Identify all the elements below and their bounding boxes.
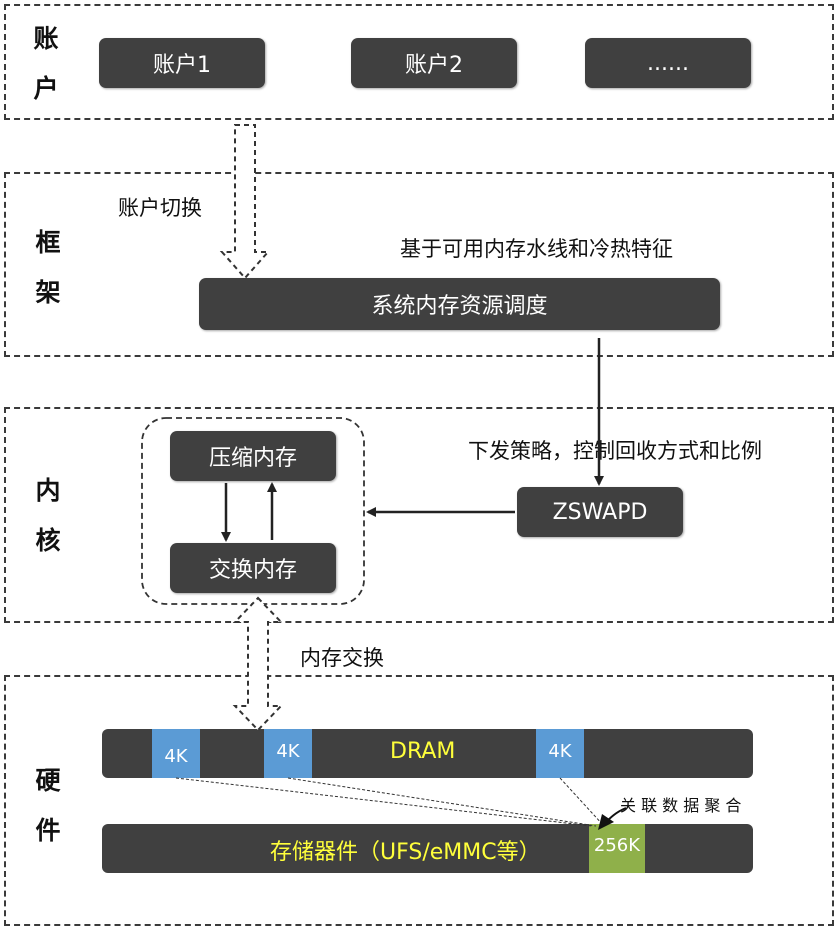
storage-label: 存储器件（UFS/eMMC等） — [270, 840, 541, 865]
kernel-layer — [4, 407, 834, 623]
aggregate-arrow-head — [598, 814, 614, 830]
memory-swap-arrow — [232, 596, 284, 732]
policy-label: 下发策略，控制回收方式和比例 — [468, 439, 762, 463]
account-switch-label: 账户切换 — [118, 196, 202, 220]
dram-block-4k-1: 4K — [152, 729, 200, 778]
dram-label: DRAM — [390, 739, 456, 764]
account-1-box: 账户1 — [99, 38, 265, 88]
aggregation-lines — [175, 777, 605, 827]
hardware-layer-label: 硬件 — [35, 766, 61, 845]
storage-block-256k: 256K — [589, 824, 645, 873]
framework-layer-label: 框架 — [35, 228, 61, 307]
account-layer-label: 账户 — [33, 24, 59, 103]
swap-memory-box: 交换内存 — [170, 543, 336, 593]
compressed-memory-box: 压缩内存 — [170, 431, 336, 481]
zswapd-box: ZSWAPD — [517, 487, 683, 537]
hardware-layer — [4, 675, 834, 926]
framework-layer — [4, 172, 834, 357]
kernel-memory-group — [141, 417, 365, 605]
memory-scheduler-box: 系统内存资源调度 — [199, 278, 720, 330]
account-layer — [4, 4, 834, 120]
kernel-layer-label: 内核 — [35, 476, 61, 555]
dram-bar — [102, 729, 753, 778]
watermark-feature-label: 基于可用内存水线和冷热特征 — [400, 237, 673, 261]
memory-swap-label: 内存交换 — [300, 646, 384, 670]
dram-block-4k-2: 4K — [264, 729, 312, 778]
dram-block-4k-3: 4K — [536, 729, 584, 778]
account-2-box: 账户2 — [351, 38, 517, 88]
account-switch-arrow — [219, 124, 271, 280]
aggregate-label: 关 联 数 据 聚 合 — [620, 796, 742, 815]
account-more-box: ...... — [585, 38, 751, 88]
